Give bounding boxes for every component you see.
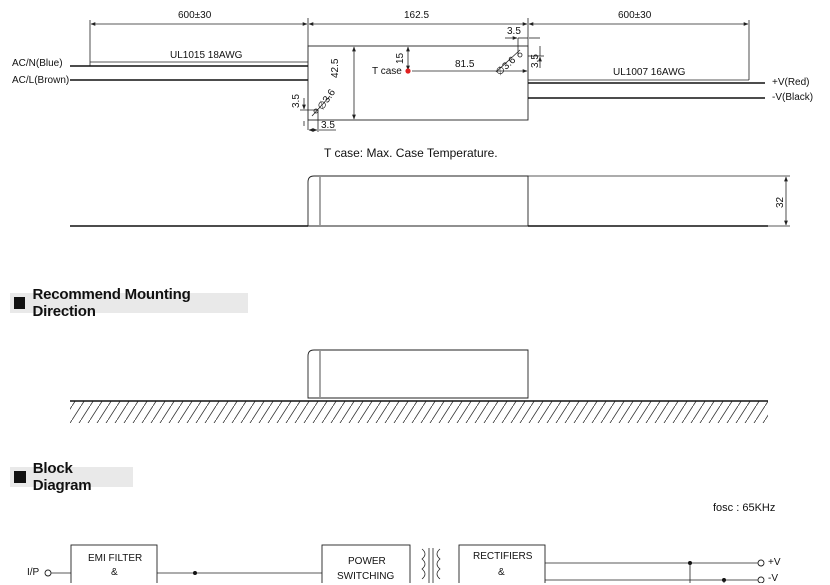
- dim-left-wire: 600±30: [178, 10, 212, 21]
- dim-hole-top-right-y: 3.5: [530, 54, 541, 68]
- heading-square-icon: [14, 471, 26, 483]
- output-wire-type: UL1007 16AWG: [613, 67, 686, 78]
- mounting-heading: Recommend Mounting Direction: [10, 286, 248, 320]
- block-diagram-heading: Block Diagram: [10, 460, 133, 494]
- tcase-note: T case: Max. Case Temperature.: [324, 146, 498, 160]
- dim-case-length: 162.5: [404, 10, 430, 21]
- dim-right-wire: 600±30: [618, 10, 652, 21]
- dim-hole-bottom-left-y: 3.5: [291, 94, 302, 108]
- input-wire-type: UL1015 18AWG: [170, 50, 243, 61]
- out-pos-label: +V(Red): [772, 77, 810, 88]
- mounting-heading-text: Recommend Mounting Direction: [32, 286, 191, 320]
- block-diagram-heading-text: Block Diagram: [32, 460, 92, 494]
- dim-tcase-x: 81.5: [455, 59, 475, 70]
- block-diagram: [44, 544, 765, 583]
- emi-filter-label-1: EMI FILTER: [88, 553, 143, 564]
- rectifiers-label-2: &: [498, 567, 505, 578]
- dim-width: 42.5: [330, 58, 341, 78]
- side-dim-height: 32: [775, 196, 786, 208]
- rectifiers-label-1: RECTIFIERS: [473, 551, 533, 562]
- case-top-outline: [307, 45, 529, 121]
- input-label: I/P: [27, 567, 40, 578]
- rectifiers-block: [458, 544, 546, 583]
- power-switching-block: [321, 544, 411, 583]
- ac-n-label: AC/N(Blue): [12, 58, 63, 69]
- out-neg-terminal: -V: [768, 573, 778, 584]
- tcase-label: T case: [372, 66, 402, 77]
- ac-l-label: AC/L(Brown): [12, 75, 70, 86]
- power-switching-label-1: POWER: [348, 556, 386, 567]
- out-pos-terminal: +V: [768, 557, 781, 568]
- side-view: [70, 175, 790, 227]
- tcase-point: [405, 68, 411, 74]
- emi-filter-label-2: &: [111, 567, 118, 578]
- top-view: [70, 18, 765, 132]
- dim-tcase-y: 15: [395, 52, 406, 64]
- dim-hole-top-right-x: 3.5: [507, 26, 521, 37]
- power-switching-label-2: SWITCHING: [337, 571, 395, 582]
- emi-filter-block: [70, 544, 158, 583]
- out-neg-label: -V(Black): [772, 92, 814, 103]
- mounting-view: [70, 349, 768, 423]
- heading-square-icon: [14, 297, 26, 309]
- dim-hole-bottom-left-x: 3.5: [321, 120, 335, 131]
- fosc-label: fosc : 65KHz: [713, 502, 776, 514]
